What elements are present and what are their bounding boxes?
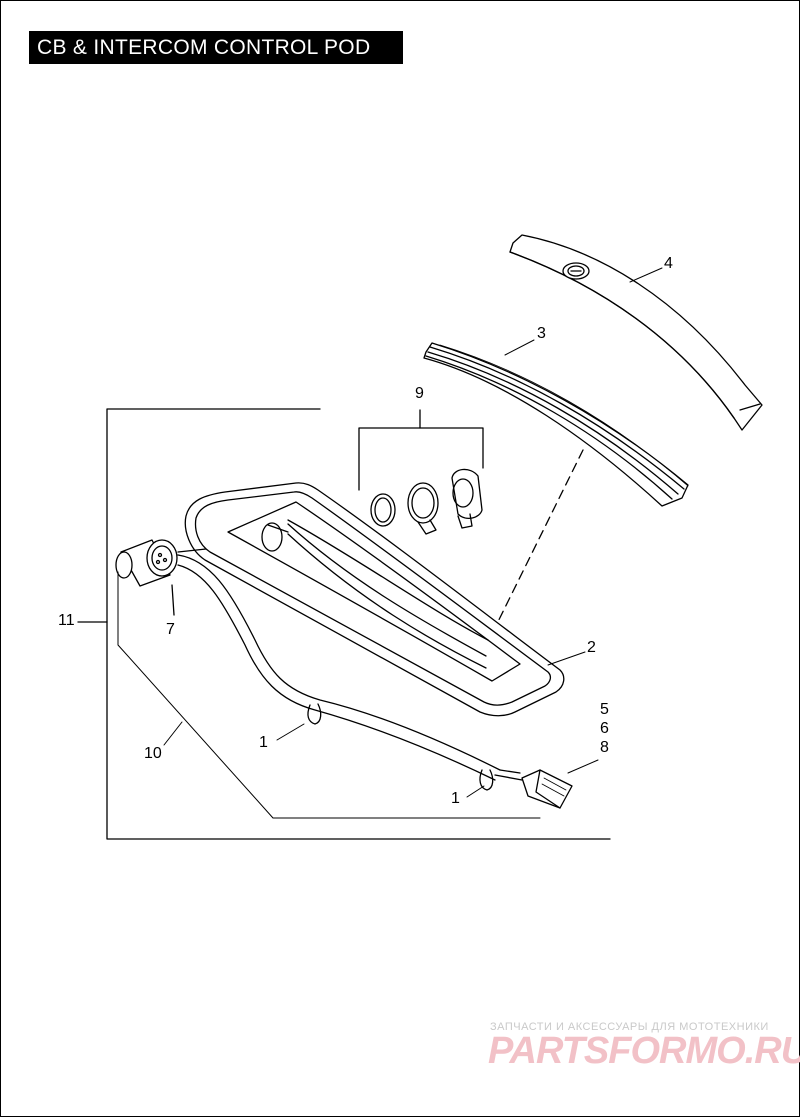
part-4-top-trim — [509, 234, 763, 431]
callout-4: 4 — [664, 255, 673, 272]
watermark-tagline: ЗАПЧАСТИ И АКСЕССУАРЫ ДЛЯ МОТОТЕХНИКИ — [490, 1021, 769, 1033]
leader-lines — [117, 267, 663, 819]
callout-6: 6 — [600, 720, 609, 737]
part-9-switch-kit — [358, 409, 484, 535]
callout-10: 10 — [144, 745, 162, 762]
page-title: CB & INTERCOM CONTROL POD — [29, 31, 403, 64]
callout-2: 2 — [587, 639, 596, 656]
part-10-harness — [177, 548, 573, 809]
callout-1a: 1 — [259, 734, 268, 751]
callout-3: 3 — [537, 325, 546, 342]
callout-5: 5 — [600, 701, 609, 718]
alignment-line — [479, 449, 584, 659]
part-2-pod-housing — [184, 482, 565, 717]
callout-8: 8 — [600, 739, 609, 756]
callout-9: 9 — [415, 385, 424, 402]
callout-1b: 1 — [451, 790, 460, 807]
part-11-bracket — [77, 408, 611, 840]
part-7-connector — [115, 539, 178, 616]
callout-7: 7 — [166, 621, 175, 638]
callout-11: 11 — [58, 612, 75, 629]
watermark-brand: PARTSFORMO.RU — [488, 1030, 800, 1072]
part-3-ribbed-strip — [423, 342, 689, 507]
